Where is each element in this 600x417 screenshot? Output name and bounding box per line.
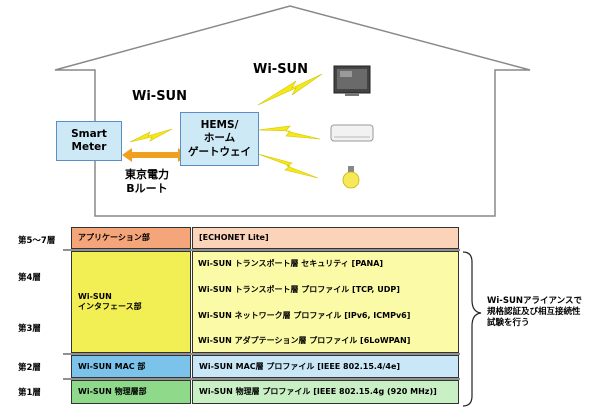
interface-protocol-area <box>192 251 459 353</box>
light-bulb-icon <box>342 166 360 189</box>
utility-route-label: 東京電力 Bルート <box>125 168 169 196</box>
layer-label-5-7: 第5～7層 <box>18 236 56 246</box>
hems-gateway-box: HEMS/ ホーム ゲートウェイ <box>180 112 259 166</box>
layer-label-2: 第2層 <box>18 363 41 373</box>
lightning-icon <box>129 73 323 179</box>
layer-label-3: 第3層 <box>18 324 41 334</box>
curly-brace-icon <box>462 251 482 407</box>
mac-section: Wi-SUN MAC 部 <box>71 355 191 378</box>
tv-icon <box>333 65 371 96</box>
air-conditioner-icon <box>330 124 374 142</box>
smart-meter-box: Smart Meter <box>56 121 122 161</box>
double-arrow-icon <box>122 148 188 162</box>
layer-label-1: 第1層 <box>18 388 41 398</box>
phy-protocol: Wi-SUN 物理層 プロファイル [IEEE 802.15.4g (920 M… <box>192 380 459 404</box>
interface-section: Wi-SUN インタフェース部 <box>71 251 191 353</box>
mac-protocol: Wi-SUN MAC層 プロファイル [IEEE 802.15.4/4e] <box>192 355 459 378</box>
layer-label-4: 第4層 <box>18 273 41 283</box>
phy-section: Wi-SUN 物理層部 <box>71 380 191 404</box>
wisun-top-label: Wi-SUN <box>253 62 308 77</box>
house-outline <box>54 5 531 217</box>
wisun-left-label: Wi-SUN <box>132 89 187 104</box>
transport-security-protocol: Wi-SUN トランスポート層 セキュリティ [PANA] <box>198 259 384 268</box>
adaptation-profile-protocol: Wi-SUN アダプテーション層 プロファイル [6LoWPAN] <box>198 335 411 345</box>
network-profile-protocol: Wi-SUN ネットワーク層 プロファイル [IPv6, ICMPv6] <box>198 310 411 320</box>
alliance-note: Wi-SUNアライアンスで 規格認証及び相互接続性 試験を行う <box>487 296 582 329</box>
application-section: アプリケーション部 <box>71 227 191 249</box>
transport-profile-protocol: Wi-SUN トランスポート層 プロファイル [TCP, UDP] <box>198 285 400 294</box>
stack-table-lines <box>63 249 460 380</box>
application-protocol: [ECHONET Lite] <box>192 227 459 249</box>
